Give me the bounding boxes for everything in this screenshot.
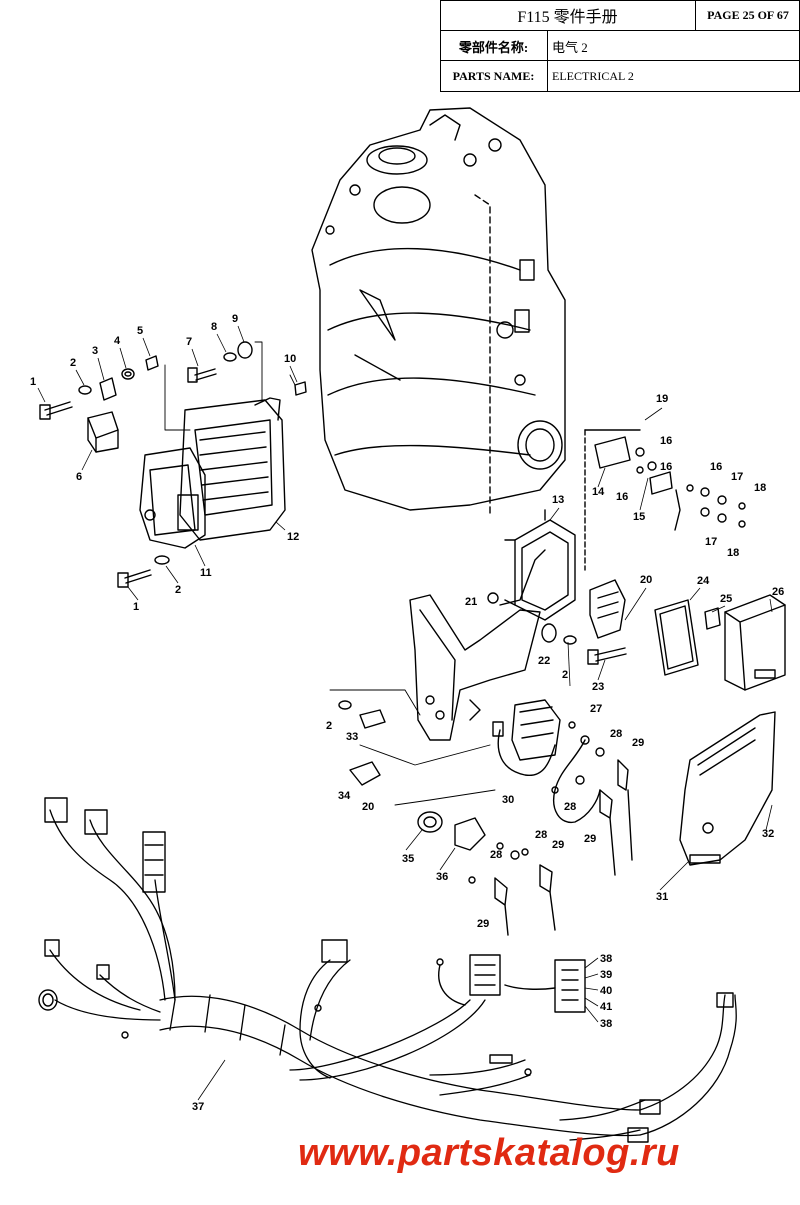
callout-numbers: 1 2 3 4 5 6 7 8 9 10 11 12 1 2 13 14 15 … — [30, 313, 784, 1113]
watermark: www.partskatalog.ru — [298, 1132, 680, 1174]
callout: 2 — [175, 584, 181, 596]
callout: 2 — [326, 720, 332, 732]
clip-34 — [338, 700, 386, 786]
ecu-box-13 — [504, 509, 576, 621]
gasket-24 — [654, 599, 699, 676]
callout: 21 — [465, 596, 477, 608]
rectifier-30 — [492, 699, 633, 876]
callout: 39 — [600, 969, 612, 981]
callout: 25 — [720, 593, 732, 605]
callout: 24 — [697, 575, 710, 587]
callout: 29 — [552, 839, 564, 851]
control-unit-12 — [179, 397, 286, 541]
callout: 28 — [535, 829, 547, 841]
callout: 5 — [137, 325, 143, 337]
callout: 2 — [70, 357, 76, 369]
page-number: PAGE 25 OF 67 — [707, 7, 789, 22]
callout: 4 — [114, 335, 121, 347]
callout: 26 — [772, 586, 784, 598]
callout: 37 — [192, 1101, 204, 1113]
callout: 3 — [92, 345, 98, 357]
callout: 36 — [436, 871, 448, 883]
callout: 15 — [633, 511, 645, 523]
callout: 11 — [200, 567, 212, 579]
callout: 28 — [610, 728, 622, 740]
callout: 29 — [584, 833, 596, 845]
callout: 9 — [232, 313, 238, 325]
callout: 30 — [502, 794, 514, 806]
fuse-25 — [704, 607, 721, 630]
callout: 18 — [727, 547, 739, 559]
callout: 29 — [632, 737, 644, 749]
callout: 19 — [656, 393, 668, 405]
title-block: F115 零件手册 PAGE 25 OF 67 零部件名称: 电气 2 PART… — [440, 0, 800, 92]
callout: 16 — [660, 461, 672, 473]
parts-name-label-cn: 零部件名称: — [458, 39, 529, 55]
callout: 20 — [640, 574, 652, 586]
parts-name-value-en: ELECTRICAL 2 — [552, 68, 634, 83]
plate-14-15 — [584, 429, 746, 571]
callout-leaders — [37, 325, 773, 1101]
wiring-harness-37 — [49, 809, 737, 1141]
callout: 16 — [660, 435, 672, 447]
callout: 1 — [30, 376, 36, 388]
callout: 32 — [762, 828, 774, 840]
callout: 29 — [477, 918, 489, 930]
engine-block-illustration — [311, 107, 566, 516]
callout: 7 — [186, 336, 192, 348]
callout: 35 — [402, 853, 414, 865]
callout: 14 — [592, 486, 605, 498]
callout: 28 — [564, 801, 576, 813]
callout: 40 — [600, 985, 612, 997]
callout: 1 — [133, 601, 139, 613]
callout: 10 — [284, 353, 296, 365]
parts-name-label-en: PARTS NAME: — [452, 68, 535, 83]
callout: 17 — [731, 471, 743, 483]
callout: 13 — [552, 494, 564, 506]
callout: 28 — [490, 849, 502, 861]
connector-block — [589, 579, 626, 639]
leader-lines-mid — [329, 689, 496, 806]
manual-title: F115 零件手册 — [517, 9, 618, 26]
callout: 6 — [76, 471, 82, 483]
control-unit-11 — [139, 447, 206, 549]
callout: 22 — [538, 655, 550, 667]
sensor-35-36 — [417, 811, 556, 936]
cover-26 — [724, 594, 786, 691]
bracket-31 — [679, 711, 776, 866]
fasteners-left — [39, 341, 307, 588]
callout: 38 — [600, 1018, 612, 1030]
callout: 27 — [590, 703, 602, 715]
relay-6 — [87, 411, 119, 453]
callout: 2 — [562, 669, 568, 681]
callout: 16 — [616, 491, 628, 503]
callout: 17 — [705, 536, 717, 548]
callout: 8 — [211, 321, 217, 333]
callout: 38 — [600, 953, 612, 965]
callout: 12 — [287, 531, 299, 543]
callout: 20 — [362, 801, 374, 813]
callout: 34 — [338, 790, 351, 802]
harness-connectors — [38, 797, 734, 1143]
parts-name-value-cn: 电气 2 — [552, 39, 588, 55]
leader-lines-left — [164, 341, 296, 431]
callout: 16 — [710, 461, 722, 473]
callout: 33 — [346, 731, 358, 743]
callout: 18 — [754, 482, 766, 494]
callout: 23 — [592, 681, 604, 693]
callout: 41 — [600, 1001, 612, 1013]
callout: 31 — [656, 891, 668, 903]
